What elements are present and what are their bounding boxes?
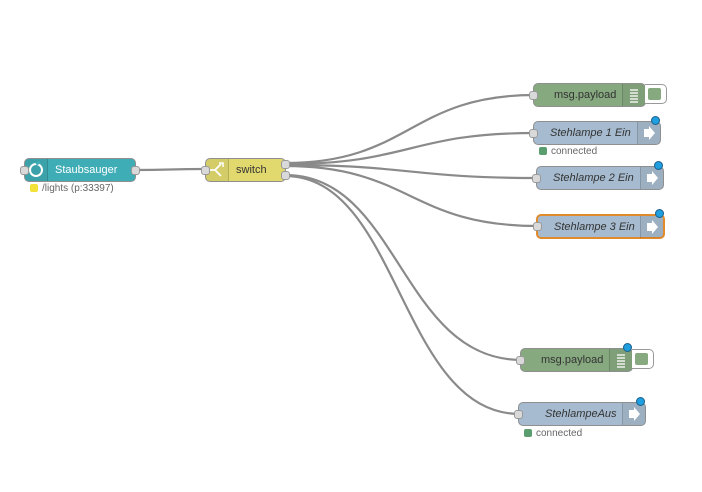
wire-switch-lamp3	[284, 164, 539, 228]
lamp-3-node[interactable]: Stehlampe 3 Ein	[533, 209, 665, 239]
debug-list-icon	[609, 349, 632, 371]
staubsauger-output-port[interactable]	[131, 166, 140, 175]
debug-toggle-indicator	[635, 353, 648, 365]
wire-switch-debug2	[284, 173, 523, 362]
lamp-1-status-text: connected	[551, 146, 598, 157]
lamp-1-label: Stehlampe 1 Ein	[550, 127, 631, 139]
debug-2-label: msg.payload	[541, 354, 604, 366]
lamp-aus-label: StehlampeAus	[545, 408, 617, 420]
link-out-arrow-icon	[637, 122, 660, 144]
switch-icon	[206, 159, 229, 181]
lamp-2-changed-dot	[654, 161, 663, 170]
switch-label: switch	[236, 164, 267, 176]
inject-icon	[25, 159, 48, 181]
lamp-2-node[interactable]: Stehlampe 2 Ein	[532, 161, 664, 190]
switch-node[interactable]: switch	[201, 158, 290, 182]
switch-output-port-2[interactable]	[281, 171, 290, 180]
lamp-aus-changed-dot	[636, 397, 645, 406]
lamp-aus-status: connected	[524, 429, 582, 439]
link-out-arrow-icon	[640, 216, 663, 238]
link-out-arrow-icon	[640, 167, 663, 189]
staubsauger-node[interactable]: Staubsauger	[20, 158, 140, 182]
link-out-arrow-icon	[622, 403, 645, 425]
debug-toggle-indicator	[648, 88, 661, 100]
debug-list-icon	[622, 84, 645, 106]
status-connected-indicator	[539, 147, 547, 155]
debug-node-1[interactable]: msg.payload	[529, 83, 646, 107]
lamp-2-input-port[interactable]	[532, 174, 541, 183]
wire-switch-debug1	[284, 93, 536, 165]
lamp-1-status: connected	[539, 147, 597, 157]
debug-2-toggle-button[interactable]	[632, 349, 654, 369]
lamp-aus-node[interactable]: StehlampeAus	[514, 397, 646, 426]
lamp-3-changed-dot	[655, 209, 664, 218]
lamp-2-label: Stehlampe 2 Ein	[553, 172, 634, 184]
switch-input-port[interactable]	[201, 166, 210, 175]
lamp-3-label: Stehlampe 3 Ein	[554, 221, 635, 233]
debug-1-input-port[interactable]	[529, 91, 538, 100]
switch-output-port-1[interactable]	[281, 160, 290, 169]
lamp-3-input-port[interactable]	[533, 222, 542, 231]
debug-node-2[interactable]: msg.payload	[516, 343, 633, 372]
status-connected-indicator	[524, 429, 532, 437]
wire-switch-lamp1	[284, 131, 536, 166]
wire-staubsauger-switch	[134, 167, 206, 172]
debug-2-input-port[interactable]	[516, 356, 525, 365]
staubsauger-status: /lights (p:33397)	[30, 184, 114, 194]
debug-1-toggle-button[interactable]	[645, 84, 667, 104]
wire-switch-lamp2	[284, 163, 539, 180]
lamp-1-input-port[interactable]	[529, 129, 538, 138]
staubsauger-status-text: /lights (p:33397)	[42, 183, 114, 194]
status-yellow-indicator	[30, 184, 38, 192]
wire-switch-lampaus	[284, 174, 521, 416]
lamp-1-changed-dot	[651, 116, 660, 125]
lamp-1-node[interactable]: Stehlampe 1 Ein	[529, 116, 661, 145]
staubsauger-label: Staubsauger	[55, 164, 118, 176]
debug-1-label: msg.payload	[554, 89, 617, 101]
lamp-aus-input-port[interactable]	[514, 410, 523, 419]
lamp-aus-status-text: connected	[536, 428, 583, 439]
debug-2-changed-dot	[623, 343, 632, 352]
staubsauger-input-port[interactable]	[20, 166, 29, 175]
